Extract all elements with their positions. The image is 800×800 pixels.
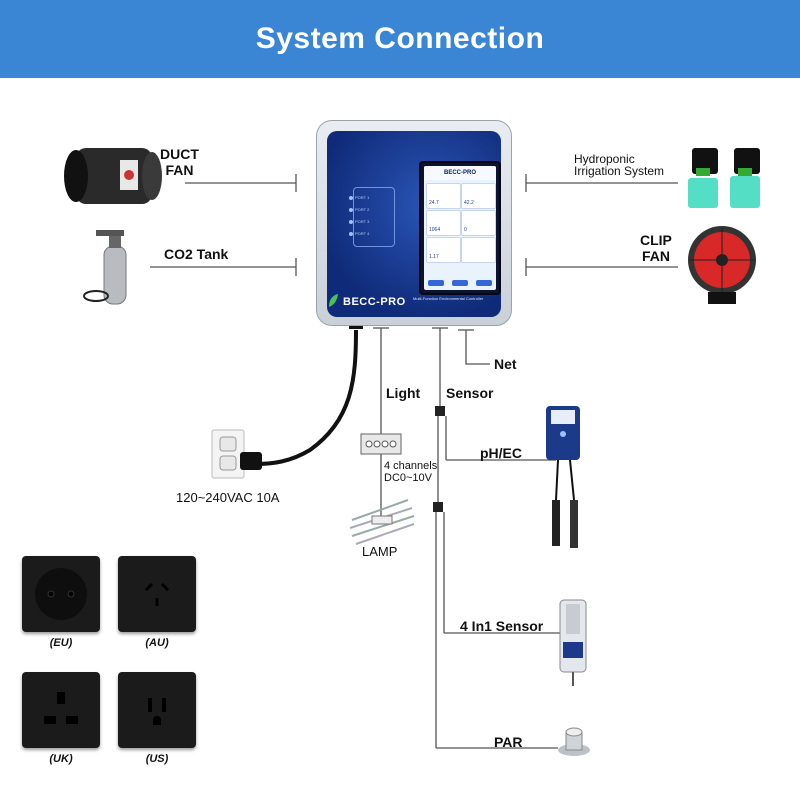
socket-us xyxy=(118,672,196,748)
par-sensor-icon xyxy=(558,727,590,756)
controller-unit: PORT 1 PORT 2 PORT 3 PORT 4 BECC-PRO 24.… xyxy=(316,120,512,326)
wall-outlet-icon xyxy=(211,429,262,479)
label-channels: 4 channels DC0~10V xyxy=(384,460,438,484)
label-lamp: LAMP xyxy=(362,544,398,559)
label-duct-fan: DUCT FAN xyxy=(160,146,199,178)
eu-socket-icon xyxy=(35,568,87,620)
label-power: 120~240VAC 10A xyxy=(176,490,280,505)
label-net: Net xyxy=(494,356,517,372)
header-banner xyxy=(0,0,800,78)
co2-tank-icon xyxy=(83,230,127,305)
brand-name: BECC-PRO xyxy=(343,296,406,308)
label-four-in-one-sensor: 4 In1 Sensor xyxy=(460,618,544,634)
socket-eu xyxy=(22,556,100,632)
four-in-one-sensor-icon xyxy=(559,599,587,686)
port-4: PORT 4 xyxy=(349,231,385,237)
touch-screen[interactable]: BECC-PRO 24.7 42.2 1064 0 1.17 xyxy=(419,161,501,295)
net-line xyxy=(465,330,490,365)
port-1: PORT 1 xyxy=(349,195,385,201)
au-socket-icon xyxy=(144,582,170,606)
page-title: System Connection xyxy=(255,22,545,55)
screen-tile: 24.7 xyxy=(426,183,461,209)
socket-uk xyxy=(22,672,100,748)
socket-au-caption: (AU) xyxy=(145,637,169,649)
screen-tile: 0 xyxy=(461,210,496,236)
label-clip-fan: CLIP FAN xyxy=(640,232,672,264)
leaf-logo-icon xyxy=(329,294,338,307)
screen-tile: 1064 xyxy=(426,210,461,236)
label-co2-tank: CO2 Tank xyxy=(164,246,229,262)
hydroponic-system-icon xyxy=(688,148,760,208)
screen-tile xyxy=(461,237,496,263)
screen-tile: 42.2 xyxy=(461,183,496,209)
brand-subtitle: Multi-Function Environmental Controller xyxy=(413,296,484,301)
ph-ec-meter-icon xyxy=(546,406,580,548)
label-sensor: Sensor xyxy=(446,385,494,401)
screen-button[interactable] xyxy=(452,280,468,286)
screen-button[interactable] xyxy=(428,280,444,286)
label-par: PAR xyxy=(494,734,523,750)
socket-uk-caption: (UK) xyxy=(49,753,73,765)
power-cord xyxy=(255,329,358,466)
ports-panel xyxy=(353,187,395,247)
screen-button[interactable] xyxy=(476,280,492,286)
controller-face: PORT 1 PORT 2 PORT 3 PORT 4 BECC-PRO 24.… xyxy=(327,131,501,317)
socket-au xyxy=(118,556,196,632)
lamp-icon xyxy=(349,499,415,545)
screen-title: BECC-PRO xyxy=(424,166,496,180)
socket-eu-caption: (EU) xyxy=(49,637,73,649)
uk-socket-icon xyxy=(44,692,78,724)
label-ph-ec: pH/EC xyxy=(480,445,522,461)
label-light: Light xyxy=(386,385,421,401)
us-socket-icon xyxy=(148,698,166,725)
screen-tile: 1.17 xyxy=(426,237,461,263)
port-2: PORT 2 xyxy=(349,207,385,213)
duct-fan-icon xyxy=(64,148,162,204)
label-hydroponic: Hydroponic Irrigation System xyxy=(574,152,665,178)
socket-us-caption: (US) xyxy=(145,753,169,765)
port-3: PORT 3 xyxy=(349,219,385,225)
clip-fan-icon xyxy=(688,226,756,304)
